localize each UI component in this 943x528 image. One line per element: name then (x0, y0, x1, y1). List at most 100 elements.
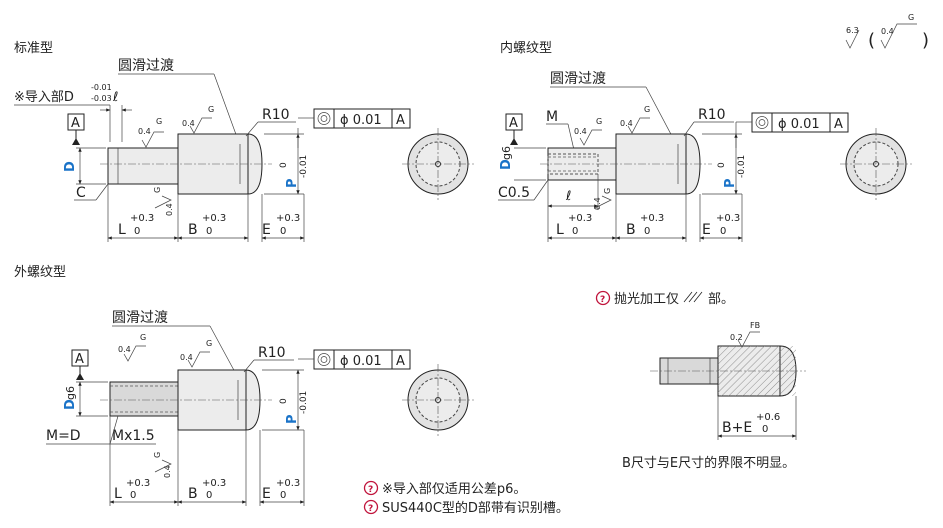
r10-label: R10 (262, 107, 290, 123)
svg-text:R10: R10 (698, 107, 726, 123)
svg-text:+0.3: +0.3 (126, 478, 150, 489)
svg-text:G: G (140, 333, 146, 342)
svg-text:-0.01: -0.01 (299, 155, 309, 178)
standard-title: 标准型 (14, 41, 53, 56)
svg-text:0: 0 (206, 226, 212, 237)
svg-text:A: A (834, 117, 843, 132)
svg-text:D: D (499, 159, 514, 170)
svg-text:A: A (396, 354, 405, 369)
svg-text:G: G (908, 13, 914, 22)
svg-text:+0.3: +0.3 (716, 213, 740, 224)
svg-text:g6: g6 (64, 386, 77, 400)
svg-text:G: G (644, 105, 650, 114)
svg-text:B: B (188, 486, 198, 502)
svg-text:A: A (396, 113, 405, 128)
svg-text:0: 0 (572, 226, 578, 237)
svg-text:B: B (626, 222, 636, 238)
lead-note: ※导入部D (14, 90, 74, 105)
svg-text:G: G (603, 188, 612, 194)
svg-text:L: L (114, 486, 122, 502)
svg-text:G: G (208, 105, 214, 114)
svg-text:0.4: 0.4 (138, 127, 151, 136)
svg-text:G: G (153, 187, 162, 193)
svg-text:(: ( (868, 30, 875, 51)
footnote-1: ※导入部仅适用公差p6。 (382, 482, 526, 497)
svg-text:0.4: 0.4 (593, 197, 602, 210)
svg-text:0: 0 (280, 490, 286, 501)
svg-text:-0.01: -0.01 (299, 391, 309, 414)
svg-text:+0.3: +0.3 (276, 213, 300, 224)
svg-text:E: E (262, 222, 271, 238)
svg-text:0: 0 (762, 424, 768, 435)
svg-text:0.4: 0.4 (163, 465, 172, 478)
svg-text:+0.3: +0.3 (130, 213, 154, 224)
svg-text:A: A (71, 116, 80, 131)
svg-text:+0.3: +0.3 (276, 478, 300, 489)
svg-text:E: E (262, 486, 271, 502)
svg-text:P: P (723, 178, 738, 188)
svg-text:-0.01: -0.01 (91, 83, 112, 92)
svg-text:A: A (509, 116, 518, 131)
svg-text:0: 0 (279, 162, 289, 168)
svg-text:+0.3: +0.3 (202, 213, 226, 224)
svg-text:部。: 部。 (708, 292, 734, 307)
svg-text:A: A (75, 352, 84, 367)
internal-thread-type-drawing: 内螺纹型 圆滑过渡 A M D g6 C0.5 ℓ 0.4 G 0.4 (498, 40, 912, 242)
svg-text:G: G (153, 452, 162, 458)
svg-text:0: 0 (644, 226, 650, 237)
svg-text:G: G (156, 117, 162, 126)
general-surface-symbol: 6.3 ( 0.4 G ) (845, 13, 929, 51)
shank (107, 147, 179, 185)
footnotes: ? ※导入部仅适用公差p6。 ? SUS440C型的D部带有识别槽。 (363, 480, 569, 516)
svg-text:B: B (188, 222, 198, 238)
svg-text:L: L (556, 222, 564, 238)
svg-text:0: 0 (717, 162, 727, 168)
svg-text:0.4: 0.4 (574, 127, 587, 136)
svg-text:G: G (206, 339, 212, 348)
end-view-circle-internal (840, 128, 912, 200)
svg-text:FB: FB (750, 321, 760, 330)
svg-text:?: ? (368, 485, 373, 495)
svg-text:0.4: 0.4 (180, 353, 193, 362)
svg-text:0: 0 (206, 490, 212, 501)
svg-text:0: 0 (720, 226, 726, 237)
svg-text:g6: g6 (500, 146, 513, 160)
svg-text:G: G (596, 117, 602, 126)
svg-text:?: ? (368, 504, 373, 514)
svg-text:0.4: 0.4 (182, 119, 195, 128)
svg-text:L: L (118, 222, 126, 238)
svg-text:0.4: 0.4 (881, 27, 894, 36)
svg-text:D: D (63, 399, 78, 410)
svg-text:): ) (922, 30, 929, 51)
svg-text:0.2: 0.2 (730, 333, 743, 342)
svg-text:0.4: 0.4 (118, 345, 131, 354)
svg-text:P: P (285, 178, 300, 188)
svg-text:M=D: M=D (46, 428, 81, 444)
svg-text:M: M (546, 109, 558, 125)
svg-text:C: C (76, 185, 86, 201)
svg-text:+0.3: +0.3 (640, 213, 664, 224)
svg-text:C0.5: C0.5 (498, 185, 530, 201)
footnote-2: SUS440C型的D部带有识别槽。 (382, 500, 569, 516)
polish-caption: B尺寸与E尺寸的界限不明显。 (622, 455, 795, 471)
svg-text:0: 0 (130, 490, 136, 501)
svg-text:+0.3: +0.3 (568, 213, 592, 224)
polish-detail: ? 抛光加工仅 部。 0.2 FB B+E +0.6 0 B尺寸与E尺寸的界限不… (595, 290, 806, 471)
d-label: D (63, 161, 78, 172)
svg-text:P: P (285, 414, 300, 424)
svg-text:0.4: 0.4 (620, 119, 633, 128)
svg-text:-0.03: -0.03 (91, 94, 112, 103)
svg-text:ϕ 0.01: ϕ 0.01 (340, 113, 382, 128)
svg-text:-0.01: -0.01 (737, 155, 747, 178)
svg-text:抛光加工仅: 抛光加工仅 (614, 292, 679, 307)
svg-text:ϕ 0.01: ϕ 0.01 (778, 117, 820, 132)
external-title: 外螺纹型 (14, 265, 66, 280)
end-view-circle-external (402, 364, 474, 436)
smooth-transition-label: 圆滑过渡 (118, 57, 174, 74)
tolerance-frame: ϕ 0.01 A (297, 108, 411, 148)
svg-text:0: 0 (134, 226, 140, 237)
svg-text:ℓ: ℓ (565, 189, 571, 204)
svg-text:圆滑过渡: 圆滑过渡 (550, 70, 606, 87)
internal-title: 内螺纹型 (500, 40, 552, 56)
